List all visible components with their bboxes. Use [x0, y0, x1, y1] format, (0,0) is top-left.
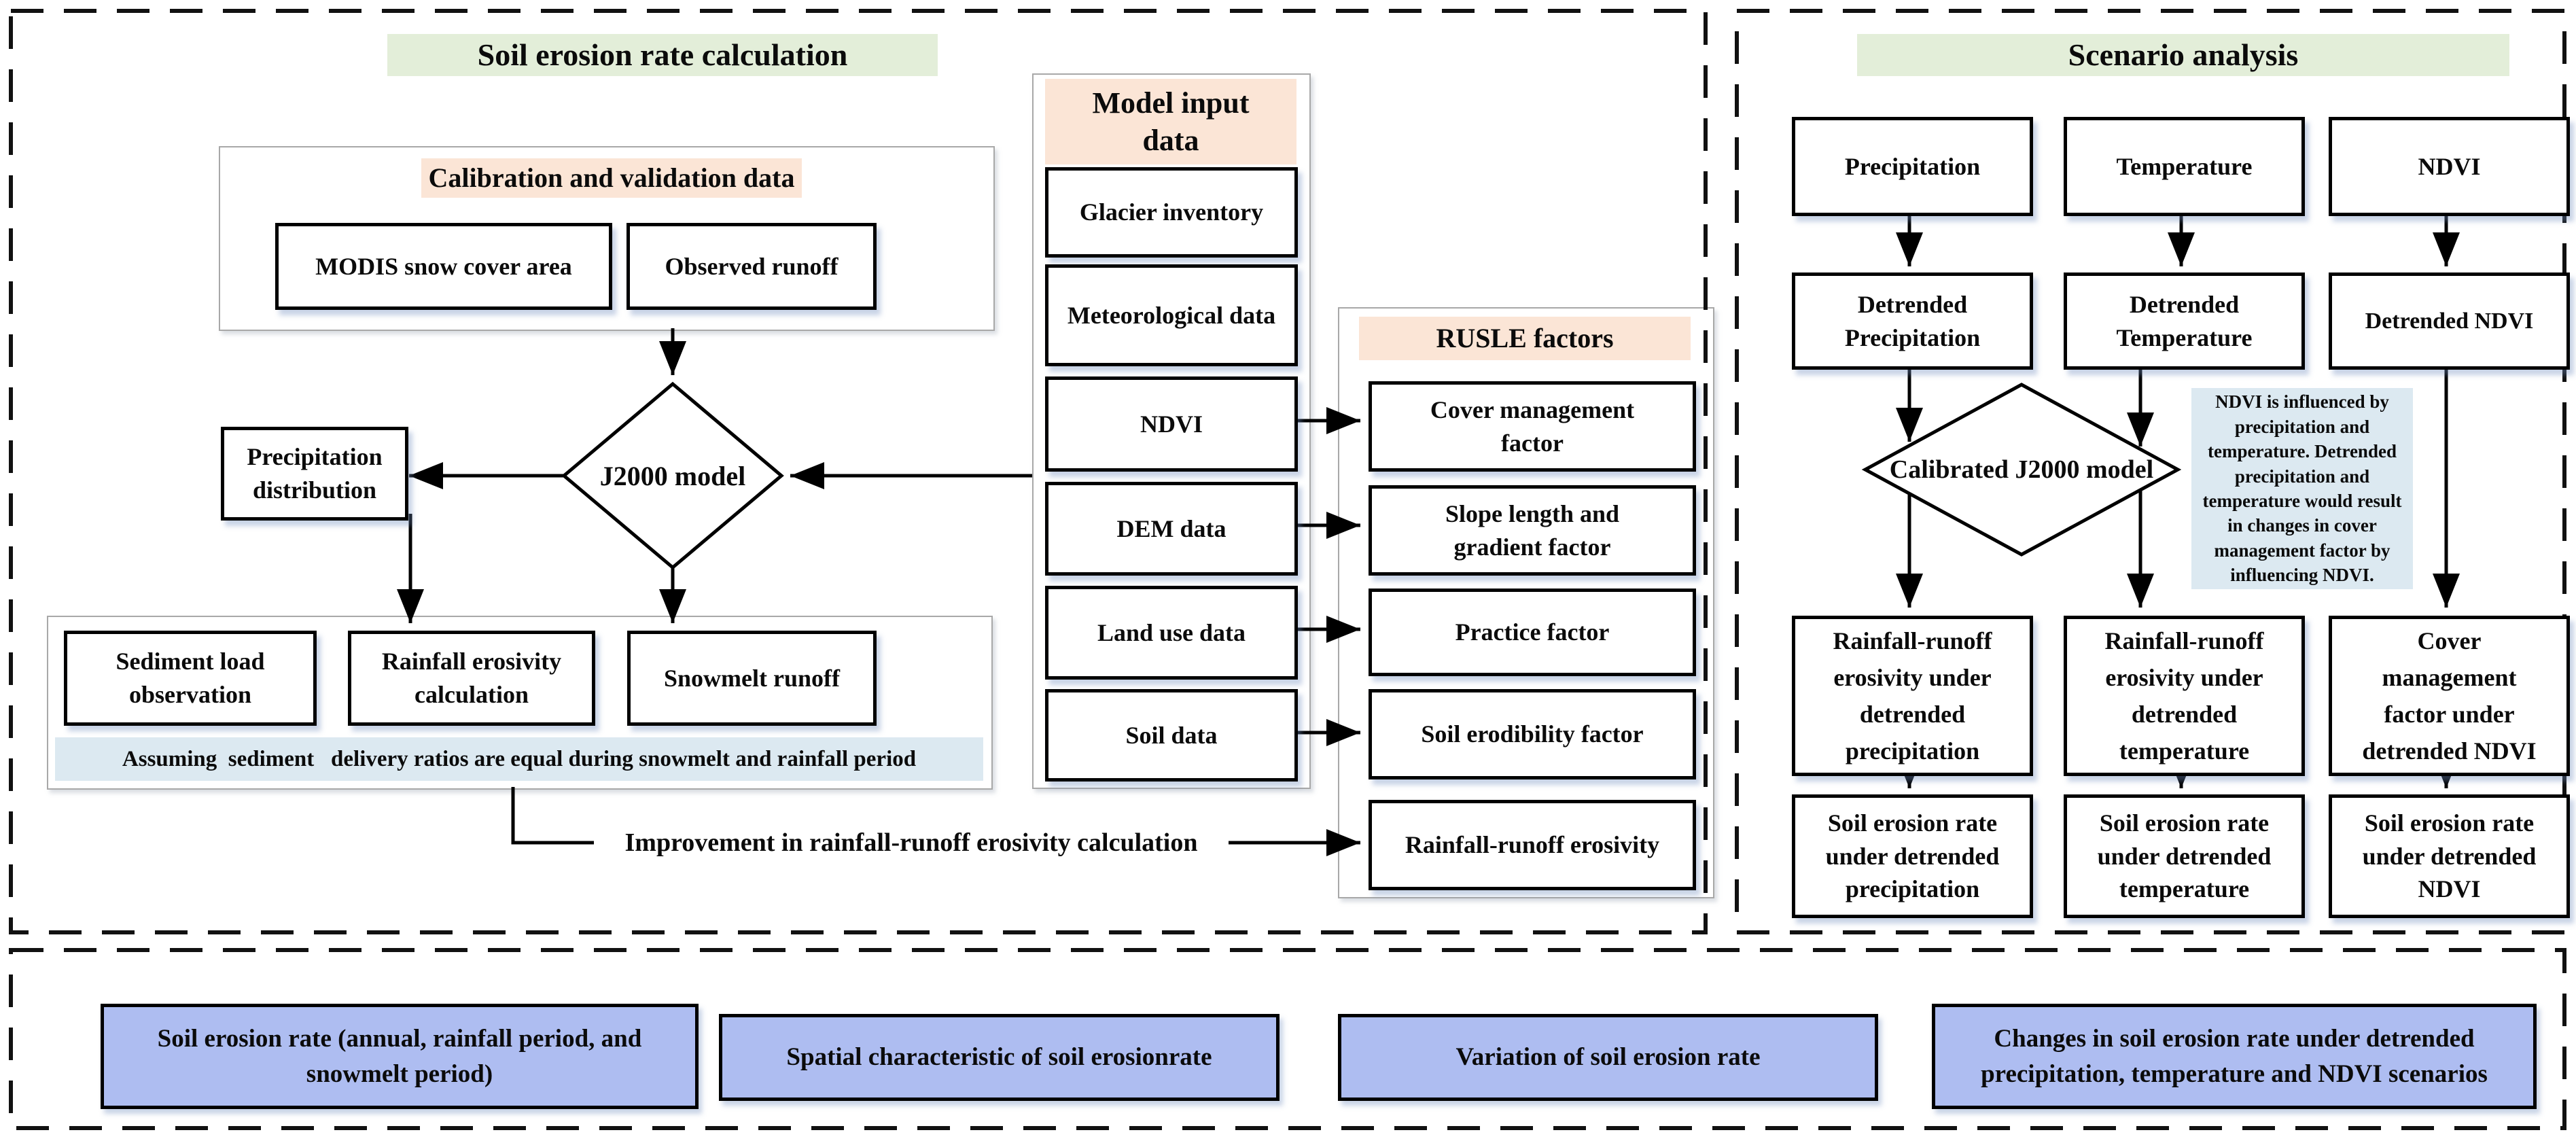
improvement-label: Improvement in rainfall-runoff erosivity… — [593, 825, 1230, 860]
box-rainfall-erosivity-calculation-text: Rainfall erosivity calculation — [381, 648, 562, 708]
box-observed-runoff: Observed runoff — [627, 223, 877, 310]
improvement-line-left — [511, 787, 594, 845]
scenario-section-border — [1735, 9, 2566, 934]
box-temperature-text: Temperature — [2116, 152, 2253, 180]
box-soilrate-detrended-precipitation: Soil erosion rate under detrended precip… — [1792, 794, 2033, 918]
box-soilrate-detrended-temperature-text: Soil erosion rate under detrended temper… — [2097, 809, 2272, 903]
box-cover-management-factor: Cover management factor — [1369, 381, 1696, 472]
box-erosivity-detrended-temperature-text: Rainfall-runoff erosivity under detrende… — [2104, 627, 2264, 765]
box-ndvi-text: NDVI — [1140, 410, 1203, 438]
box-precipitation-distribution-text: Precipitation distribution — [247, 443, 383, 504]
box-dem-data-text: DEM data — [1116, 514, 1227, 542]
box-modis-snow-cover-text: MODIS snow cover area — [315, 252, 572, 280]
box-sediment-load-observation-text: Sediment load observation — [116, 648, 265, 708]
output-spatial-characteristic: Spatial characteristic of soil erosionra… — [719, 1014, 1280, 1101]
output-changes-scenarios-text: Changes in soil erosion rate under detre… — [1981, 1024, 2488, 1088]
box-soil-data-text: Soil data — [1125, 721, 1218, 749]
box-land-use-data: Land use data — [1045, 586, 1298, 680]
box-practice-factor-text: Practice factor — [1455, 618, 1610, 646]
box-dem-data: DEM data — [1045, 482, 1298, 576]
results-section-border — [9, 948, 2566, 1130]
box-soil-data: Soil data — [1045, 689, 1298, 782]
left-section-title: Soil erosion rate calculation — [387, 34, 938, 76]
rusle-title-text: RUSLE factors — [1436, 323, 1614, 353]
model-input-title-text: Model input data — [1092, 86, 1250, 157]
section-borders — [9, 9, 2566, 1130]
box-detrended-ndvi-text: Detrended NDVI — [2365, 308, 2534, 334]
box-soilrate-detrended-ndvi-text: Soil erosion rate under detrended NDVI — [2362, 809, 2537, 903]
box-rainfall-erosivity-calculation: Rainfall erosivity calculation — [348, 631, 595, 726]
calibrated-j2000-diamond-label-text: Calibrated J2000 model — [1889, 455, 2154, 484]
box-slope-length-gradient-factor-text: Slope length and gradient factor — [1445, 499, 1620, 561]
box-scenario-ndvi-text: NDVI — [2418, 152, 2481, 180]
left-section-border — [9, 9, 1708, 934]
box-rainfall-runoff-erosivity: Rainfall-runoff erosivity — [1369, 800, 1696, 890]
assumption-note: Assuming sediment delivery ratios are eq… — [55, 737, 983, 781]
box-meteorological-data: Meteorological data — [1045, 264, 1298, 366]
box-modis-snow-cover: MODIS snow cover area — [275, 223, 612, 310]
box-soilrate-detrended-temperature: Soil erosion rate under detrended temper… — [2064, 794, 2305, 918]
calibrated-j2000-diamond-label: Calibrated J2000 model — [1867, 445, 2176, 494]
ndvi-influence-note-text: NDVI is influenced by precipitation and … — [2202, 391, 2402, 586]
box-glacier-inventory: Glacier inventory — [1045, 167, 1298, 258]
box-precipitation-text: Precipitation — [1844, 152, 1981, 180]
j2000-diamond — [561, 381, 784, 570]
box-scenario-ndvi: NDVI — [2329, 117, 2570, 216]
box-erosivity-detrended-precipitation-text: Rainfall-runoff erosivity under detrende… — [1833, 627, 1992, 765]
box-soilrate-detrended-ndvi: Soil erosion rate under detrended NDVI — [2329, 794, 2570, 918]
box-glacier-inventory-text: Glacier inventory — [1079, 198, 1264, 226]
flow-arrows — [397, 209, 2460, 856]
box-soil-erodibility-factor-text: Soil erodibility factor — [1421, 720, 1644, 748]
box-precipitation: Precipitation — [1792, 117, 2033, 216]
box-detrended-temperature: Detrended Temperature — [2064, 273, 2305, 370]
j2000-diamond-label: J2000 model — [574, 449, 771, 503]
left-section-title-text: Soil erosion rate calculation — [477, 37, 848, 73]
box-precipitation-distribution: Precipitation distribution — [221, 427, 408, 521]
box-cover-factor-detrended-ndvi-text: Cover management factor under detrended … — [2362, 627, 2537, 765]
box-rainfall-runoff-erosivity-text: Rainfall-runoff erosivity — [1405, 831, 1660, 859]
output-variation-text: Variation of soil erosion rate — [1455, 1043, 1761, 1072]
box-temperature: Temperature — [2064, 117, 2305, 216]
output-spatial-characteristic-text: Spatial characteristic of soil erosionra… — [786, 1043, 1212, 1072]
box-erosivity-detrended-temperature: Rainfall-runoff erosivity under detrende… — [2064, 616, 2305, 776]
box-ndvi: NDVI — [1045, 376, 1298, 472]
output-variation: Variation of soil erosion rate — [1338, 1014, 1878, 1101]
calibrated-j2000-diamond — [1861, 383, 2182, 557]
box-snowmelt-runoff-text: Snowmelt runoff — [664, 664, 840, 692]
model-input-title: Model input data — [1045, 79, 1296, 164]
improvement-label-text: Improvement in rainfall-runoff erosivity… — [624, 828, 1198, 857]
calibration-title-text: Calibration and validation data — [428, 162, 795, 193]
box-detrended-precipitation: Detrended Precipitation — [1792, 273, 2033, 370]
box-cover-management-factor-text: Cover management factor — [1430, 396, 1635, 457]
ndvi-influence-note: NDVI is influenced by precipitation and … — [2191, 388, 2413, 589]
box-cover-factor-detrended-ndvi: Cover management factor under detrended … — [2329, 616, 2570, 776]
box-practice-factor: Practice factor — [1369, 589, 1696, 676]
assumption-note-text: Assuming sediment delivery ratios are eq… — [122, 746, 917, 771]
box-erosivity-detrended-precipitation: Rainfall-runoff erosivity under detrende… — [1792, 616, 2033, 776]
output-soil-erosion-rate-text: Soil erosion rate (annual, rainfall peri… — [157, 1024, 642, 1088]
box-detrended-precipitation-text: Detrended Precipitation — [1844, 290, 1981, 351]
box-soilrate-detrended-precipitation-text: Soil erosion rate under detrended precip… — [1825, 809, 2000, 903]
output-changes-scenarios: Changes in soil erosion rate under detre… — [1932, 1004, 2537, 1109]
box-sediment-load-observation: Sediment load observation — [64, 631, 317, 726]
box-soil-erodibility-factor: Soil erodibility factor — [1369, 689, 1696, 779]
box-observed-runoff-text: Observed runoff — [665, 252, 839, 280]
scenario-section-title-text: Scenario analysis — [2068, 37, 2299, 73]
box-detrended-ndvi: Detrended NDVI — [2329, 273, 2570, 370]
output-soil-erosion-rate: Soil erosion rate (annual, rainfall peri… — [101, 1004, 699, 1109]
box-meteorological-data-text: Meteorological data — [1067, 301, 1276, 329]
box-detrended-temperature-text: Detrended Temperature — [2116, 290, 2253, 351]
scenario-section-title: Scenario analysis — [1857, 34, 2509, 76]
calibration-title: Calibration and validation data — [421, 158, 802, 198]
box-snowmelt-runoff: Snowmelt runoff — [627, 631, 877, 726]
rusle-title: RUSLE factors — [1359, 317, 1691, 360]
j2000-diamond-label-text: J2000 model — [599, 460, 746, 491]
box-land-use-data-text: Land use data — [1097, 618, 1246, 646]
box-slope-length-gradient-factor: Slope length and gradient factor — [1369, 485, 1696, 576]
